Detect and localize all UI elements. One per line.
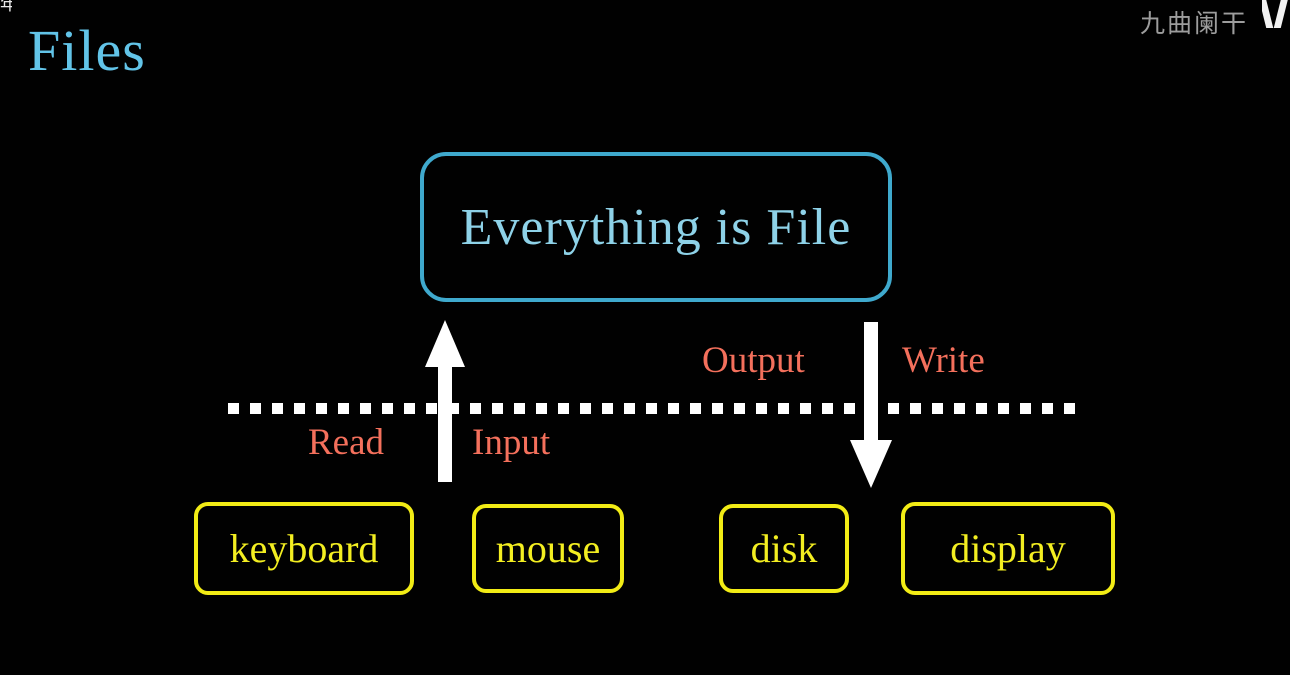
read-input-arrow-icon <box>425 320 465 482</box>
device-node-display: display <box>901 502 1115 595</box>
device-label-keyboard: keyboard <box>229 525 379 571</box>
device-label-display: display <box>950 525 1066 571</box>
device-node-disk: disk <box>719 504 849 593</box>
flow-label-read: Read <box>308 422 385 463</box>
kernel-boundary-dotted-line <box>228 403 1084 414</box>
device-label-disk: disk <box>750 525 818 571</box>
flow-label-write: Write <box>902 340 985 381</box>
device-node-mouse: mouse <box>472 504 624 593</box>
device-node-keyboard: keyboard <box>194 502 414 595</box>
node-everything-is-file-label: Everything is File <box>460 198 852 256</box>
output-write-arrow-icon <box>850 322 892 488</box>
flow-label-output: Output <box>702 340 805 381</box>
page-title: Files <box>28 18 146 83</box>
watermark-text: 九曲阑干 <box>1139 9 1248 38</box>
node-everything-is-file: Everything is File <box>420 152 892 302</box>
device-label-mouse: mouse <box>495 525 601 571</box>
watermark-logo-icon <box>1262 0 1288 34</box>
corner-glyph: 年 <box>0 0 12 15</box>
flow-label-input: Input <box>472 422 551 463</box>
